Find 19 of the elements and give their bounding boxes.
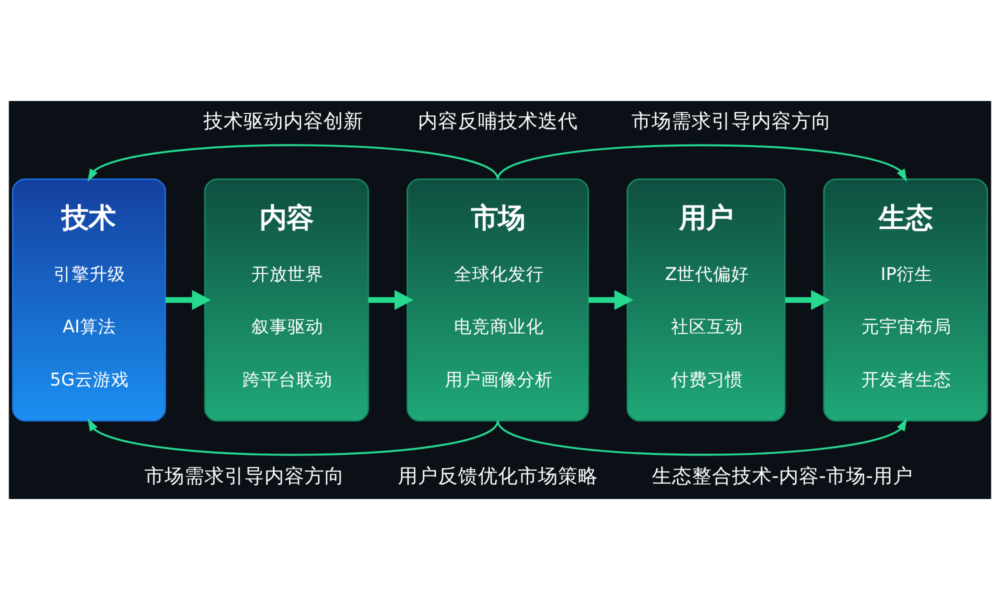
arrow: [165, 290, 212, 310]
node-box: 生态 IP衍生 元宇宙布局 开发者生态: [823, 178, 988, 422]
label: 市场需求引导内容方向: [632, 109, 832, 132]
arrow: [497, 144, 908, 182]
arrow: [785, 290, 830, 310]
node-box: 用户 Z世代偏好 社区互动 付费习惯: [626, 178, 786, 422]
node-box: 技术 引擎升级 AI算法 5G云游戏: [12, 178, 166, 422]
arrow: [88, 144, 499, 182]
label: 生态整合技术-内容-市场-用户: [652, 464, 913, 488]
node-box: 市场 全球化发行 电竞商业化 用户画像分析: [406, 178, 589, 422]
label: 市场需求引导内容方向: [144, 464, 345, 488]
label: 用户反馈优化市场策略: [398, 464, 598, 488]
arrow: [88, 418, 499, 456]
arrow: [588, 290, 634, 310]
node-box: 内容 开放世界 叙事驱动 跨平台联动: [204, 178, 369, 422]
label: 内容反哺技术迭代: [418, 109, 578, 132]
label: 技术驱动内容创新: [204, 109, 364, 132]
arrow: [497, 418, 908, 456]
arrow: [368, 290, 414, 310]
